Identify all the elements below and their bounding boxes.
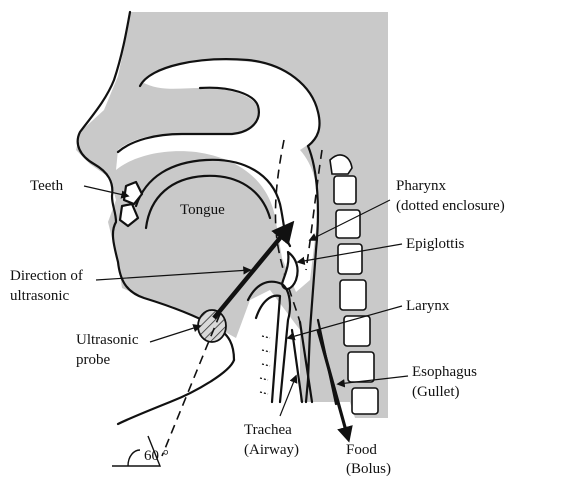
label-pharynx-line1: Pharynx bbox=[396, 178, 446, 194]
label-probe-line2: probe bbox=[76, 352, 110, 368]
label-food-line1: Food bbox=[346, 442, 377, 458]
ultrasonic-probe-shape bbox=[198, 310, 226, 342]
label-trachea-line1: Trachea bbox=[244, 422, 292, 438]
label-larynx: Larynx bbox=[406, 298, 450, 314]
neck-line bbox=[118, 360, 234, 424]
label-probe-line1: Ultrasonic bbox=[76, 332, 139, 348]
label-esophagus-line2: (Gullet) bbox=[412, 384, 459, 400]
label-teeth: Teeth bbox=[30, 178, 64, 194]
label-pharynx-line2: (dotted enclosure) bbox=[396, 198, 505, 214]
label-esophagus-line1: Esophagus bbox=[412, 364, 477, 380]
label-food-line2: (Bolus) bbox=[346, 461, 391, 477]
label-epiglottis: Epiglottis bbox=[406, 236, 465, 252]
label-angle: 60 ° bbox=[144, 448, 169, 464]
label-direction-line1: Direction of bbox=[10, 268, 83, 284]
label-trachea-line2: (Airway) bbox=[244, 442, 299, 458]
label-direction-line2: ultrasonic bbox=[10, 288, 69, 304]
probe-leader bbox=[150, 326, 200, 342]
label-tongue: Tongue bbox=[180, 202, 225, 218]
